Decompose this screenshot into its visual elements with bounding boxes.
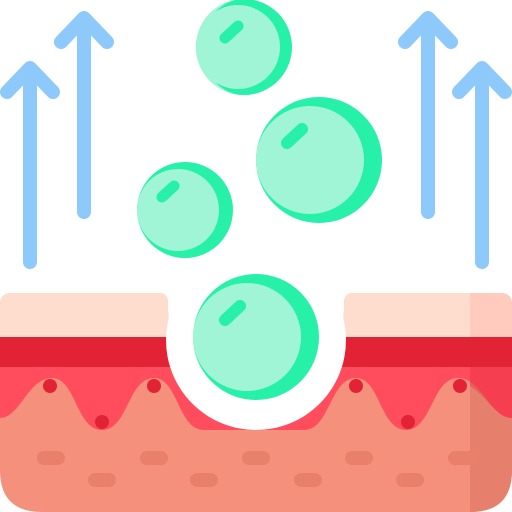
arrow-up-icon (0, 61, 60, 269)
capillary-dot (43, 379, 57, 393)
arrow-up-icon (452, 61, 512, 269)
capillary-dot (349, 379, 363, 393)
fat-cells (37, 451, 476, 487)
bubble-icon (193, 274, 319, 400)
capillary-dot (147, 379, 161, 393)
arrow-up-icon (54, 11, 114, 219)
capillary-dot (401, 415, 415, 429)
epidermis-shade (470, 293, 512, 337)
bubble-icon (256, 97, 382, 223)
arrow-up-icon (398, 11, 458, 219)
bubble-icon (196, 0, 292, 95)
capillary-dot (453, 379, 467, 393)
capillary-dot (95, 415, 109, 429)
bubble-icon (137, 162, 233, 258)
